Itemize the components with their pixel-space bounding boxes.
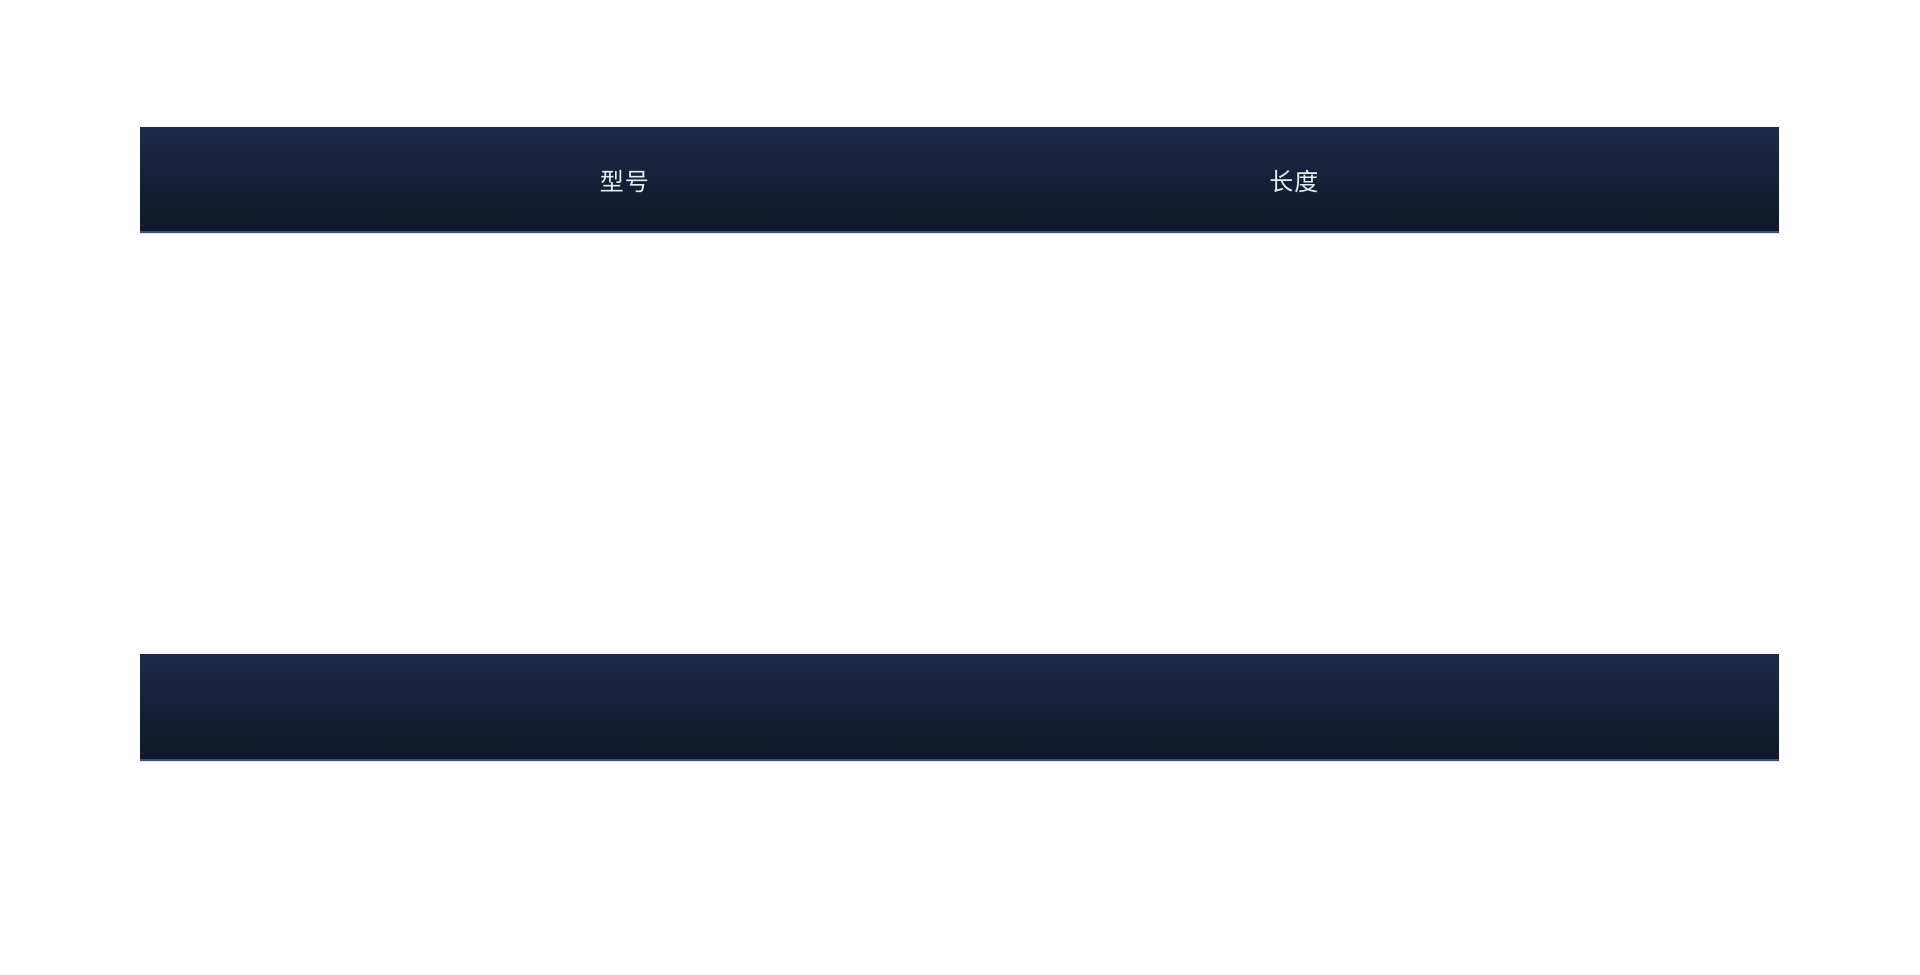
table-header-row: 型号 长度 xyxy=(140,127,1779,233)
table-footer-bar xyxy=(140,654,1779,761)
table-body-empty xyxy=(140,235,1779,654)
column-header-length: 长度 xyxy=(1269,168,1320,196)
table-panel: 型号 长度 xyxy=(140,127,1779,761)
column-header-model: 型号 xyxy=(599,168,650,196)
